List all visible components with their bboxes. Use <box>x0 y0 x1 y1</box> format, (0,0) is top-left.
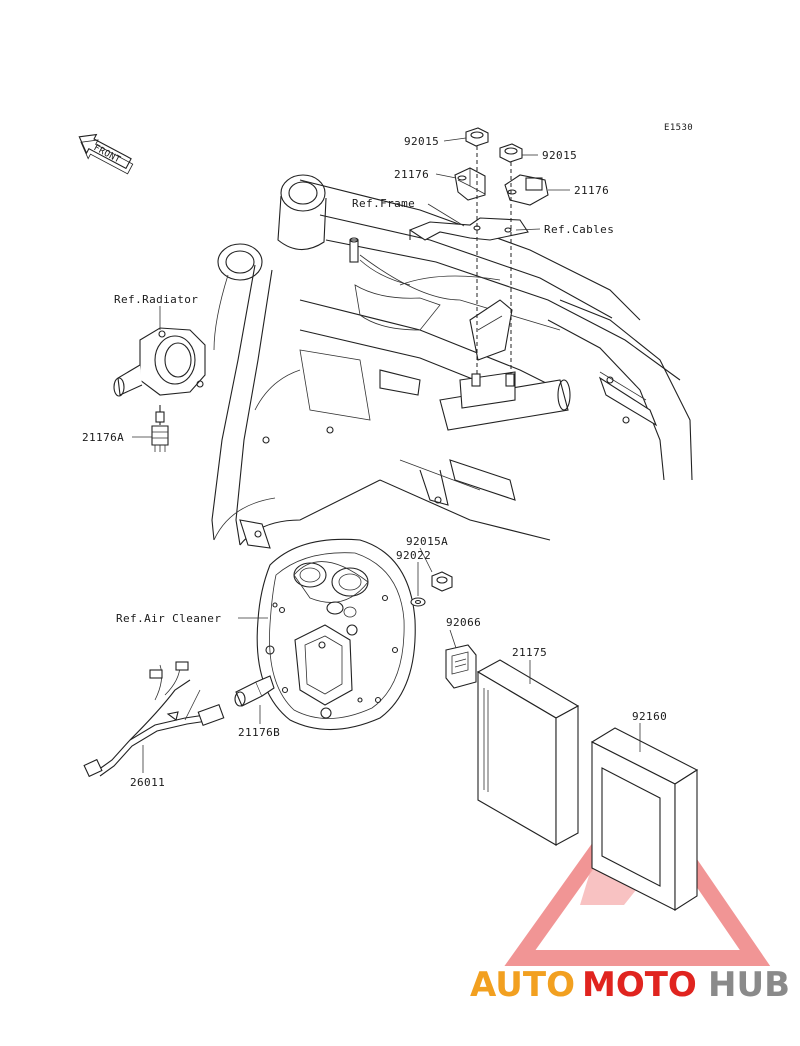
part-labels: 92015 92015 21176 21176 Ref.Frame Ref.Ca… <box>82 135 667 789</box>
label-sensor-right: 21176 <box>574 184 609 197</box>
thermostat-housing <box>113 327 206 397</box>
label-ref-frame: Ref.Frame <box>352 197 415 210</box>
label-ecu: 21175 <box>512 646 547 659</box>
sensor-bracket <box>408 217 529 241</box>
washer-icon <box>410 597 426 607</box>
nut-a-icon <box>431 571 453 592</box>
label-nut-right: 92015 <box>542 149 577 162</box>
sensor-left-icon <box>454 167 486 201</box>
watermark-part3: HUB <box>708 965 790 1005</box>
nut-right-icon <box>499 143 523 163</box>
air-temp-sensor-icon <box>234 675 275 707</box>
temperature-sensor-icon <box>151 405 169 452</box>
diagram-code: E1530 <box>664 123 693 133</box>
ecu-connector-icon <box>445 644 477 689</box>
label-ref-cables: Ref.Cables <box>544 223 614 236</box>
air-cleaner-plate <box>256 538 416 731</box>
watermark-text: AUTO MOTO HUB <box>470 965 790 1005</box>
label-washer: 92022 <box>396 549 431 562</box>
label-air-sensor: 21176B <box>238 726 280 739</box>
label-temp-sensor: 21176A <box>82 431 124 444</box>
front-arrow-icon: FRONT <box>78 133 134 175</box>
label-sensor-left: 21176 <box>394 168 429 181</box>
watermark-part2: MOTO <box>582 965 697 1005</box>
bellmouth-ports <box>293 561 369 618</box>
label-nut-a: 92015A <box>406 535 448 548</box>
label-connector: 92066 <box>446 616 481 629</box>
upper-sensor-assembly <box>408 127 549 387</box>
sensor-right-icon <box>504 174 549 206</box>
ecu-box-icon <box>476 659 580 846</box>
wiring-harness-icon <box>83 661 225 778</box>
motorcycle-frame <box>211 174 693 549</box>
label-ref-air-cleaner: Ref.Air Cleaner <box>116 612 221 625</box>
label-ref-radiator: Ref.Radiator <box>114 293 198 306</box>
watermark-part1: AUTO <box>470 965 575 1005</box>
label-harness: 26011 <box>130 776 165 789</box>
leader-lines <box>132 137 641 773</box>
nut-left-icon <box>465 127 489 147</box>
label-nut-left: 92015 <box>404 135 439 148</box>
ecu-cover-icon <box>590 727 699 912</box>
label-ecu-cover: 92160 <box>632 710 667 723</box>
